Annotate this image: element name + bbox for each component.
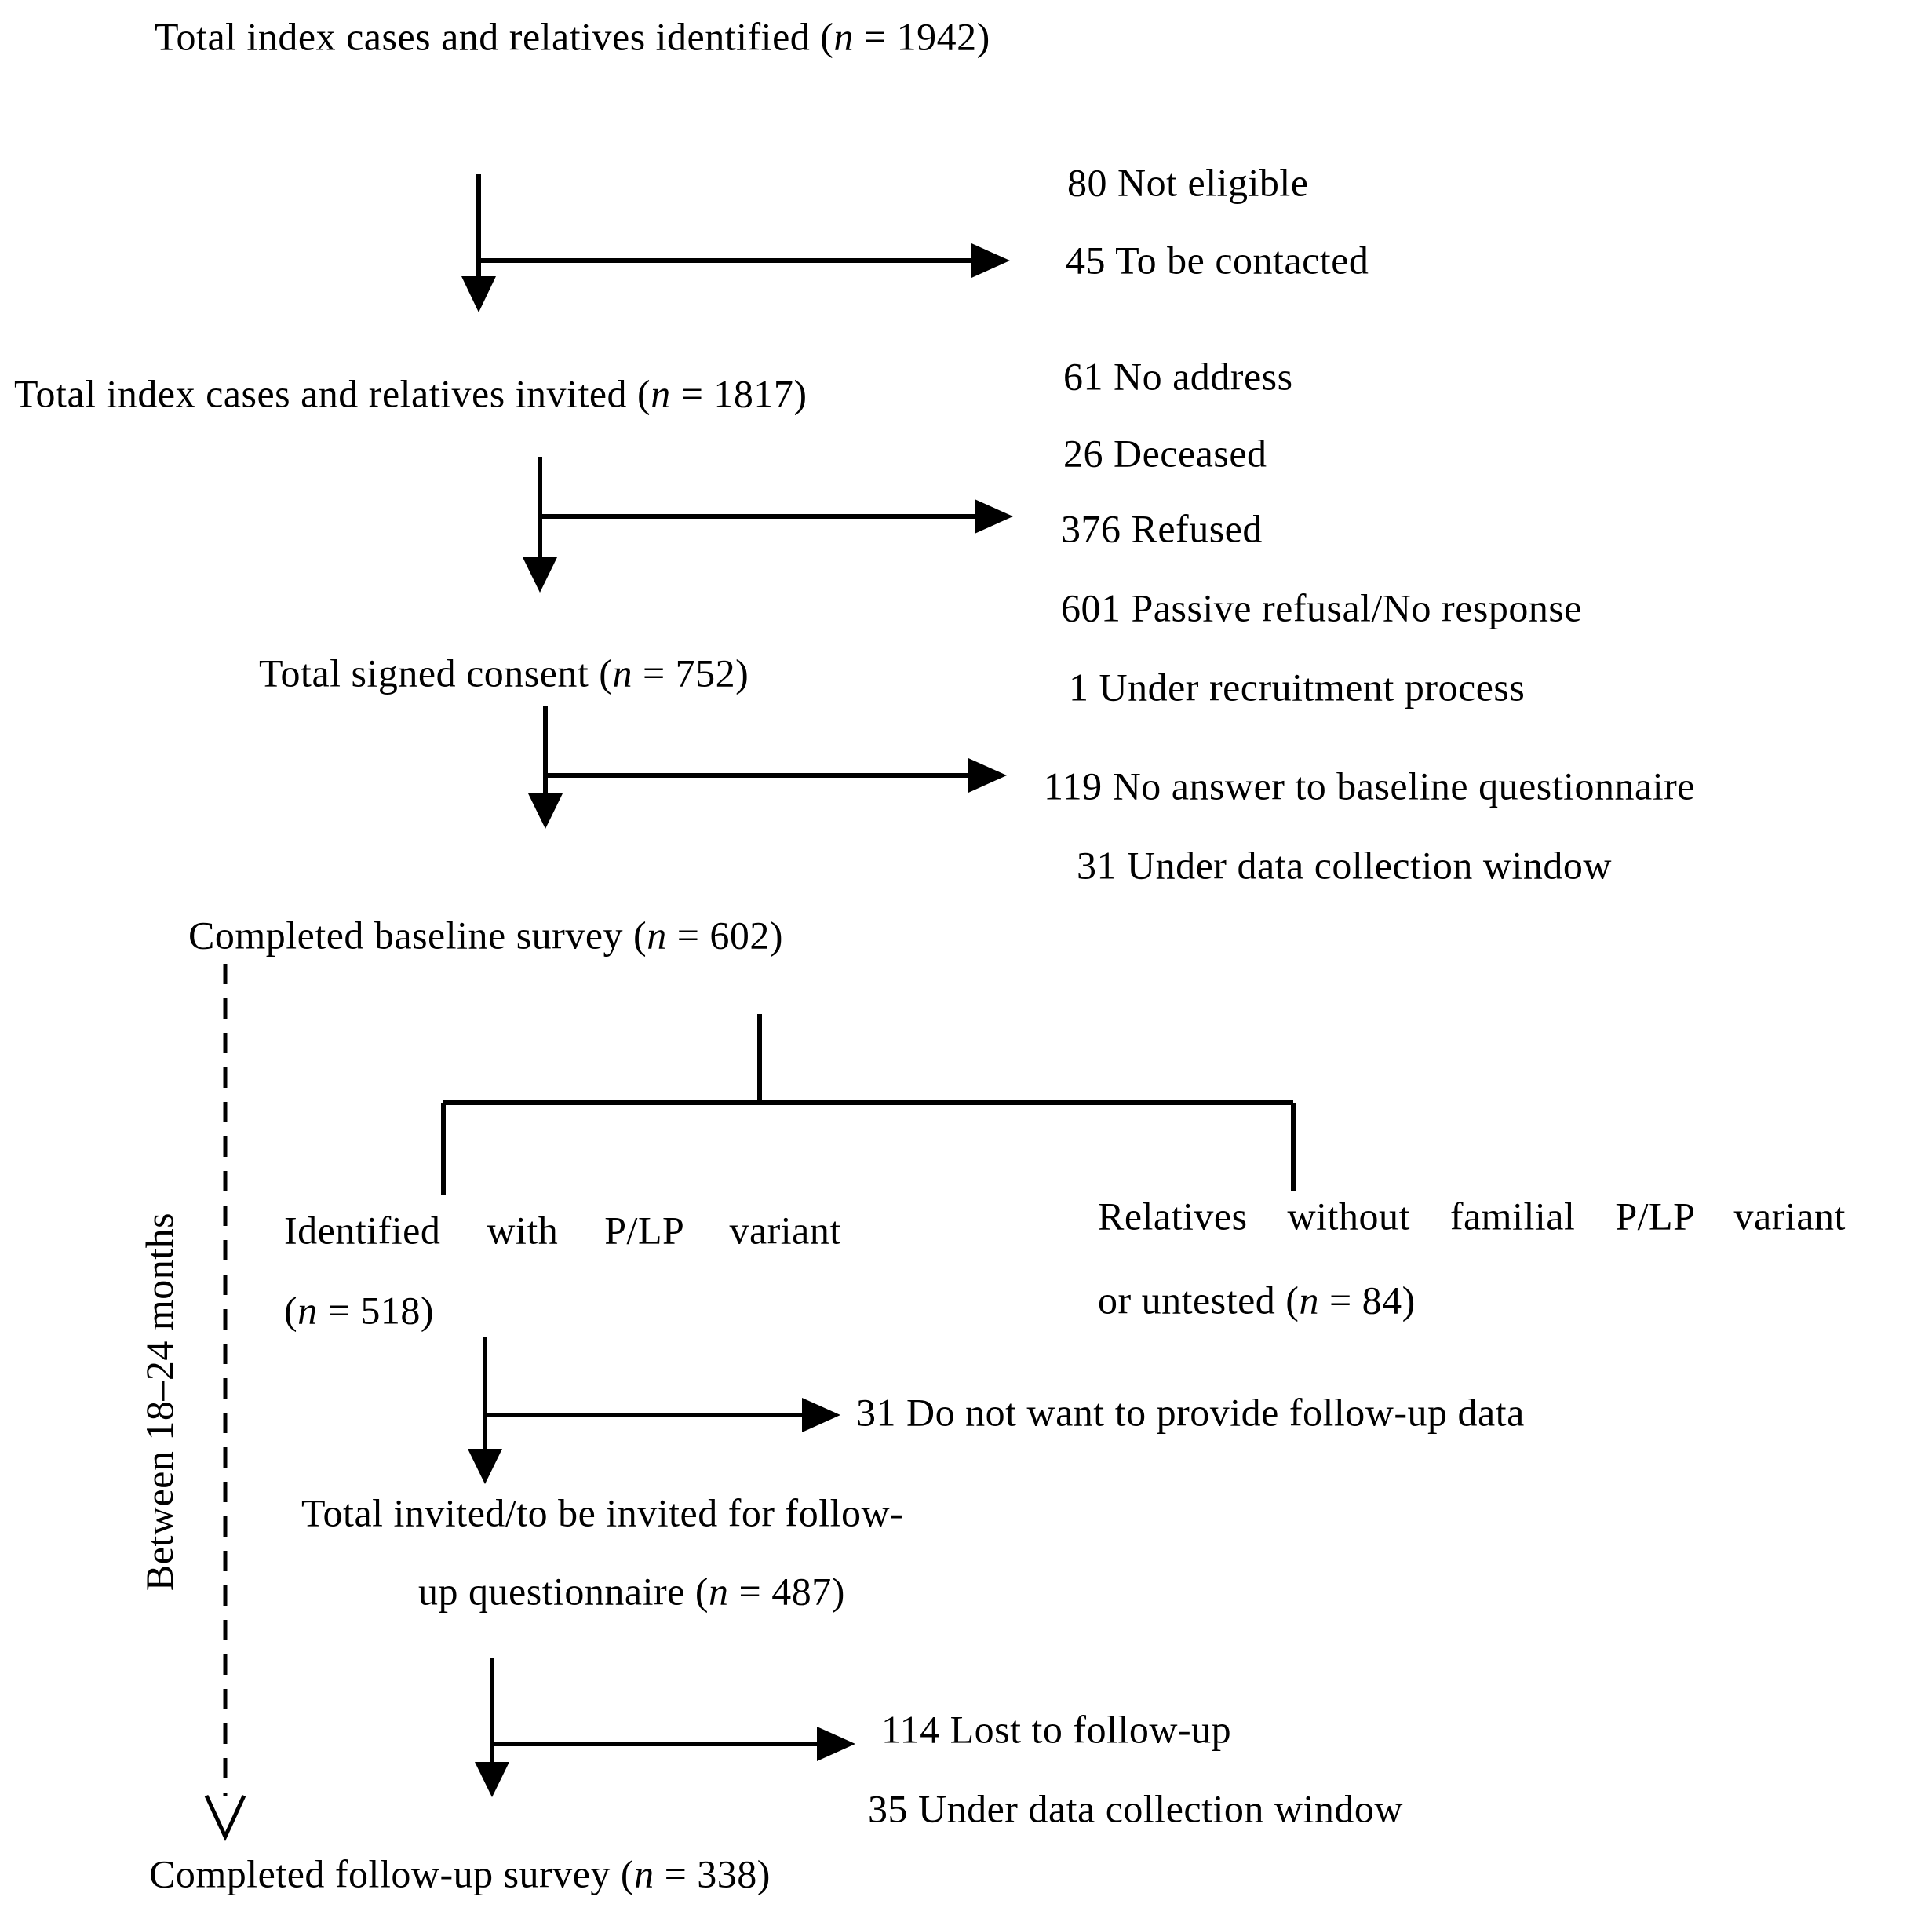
- node-baseline: Completed baseline survey (n = 602): [188, 913, 784, 958]
- exclusion-to-be-contacted: 45 To be contacted: [1066, 238, 1369, 283]
- arrow-right-refused: [540, 499, 1013, 534]
- exclusion-no-answer-baseline: 119 No answer to baseline questionnaire: [1044, 764, 1695, 808]
- exclusion-lost-to-followup: 114 Lost to follow-up: [881, 1707, 1232, 1752]
- exclusion-deceased: 26 Deceased: [1063, 431, 1267, 476]
- dashed-timeline-arrow: [204, 964, 246, 1841]
- arrow-followup-down: [475, 1658, 509, 1797]
- node-identified: Total index cases and relatives identifi…: [155, 14, 990, 59]
- node-followup-invited-line2: up questionnaire (n = 487): [418, 1569, 845, 1614]
- exclusion-under-window-baseline: 31 Under data collection window: [1077, 843, 1612, 888]
- arrow-invited-down: [523, 457, 557, 593]
- arrow-identified-down: [461, 174, 496, 312]
- exclusion-passive-refusal: 601 Passive refusal/No response: [1061, 585, 1582, 630]
- arrow-right-lost-followup: [492, 1727, 855, 1761]
- node-no-plp-variant-line2: or untested (n = 84): [1098, 1278, 1416, 1322]
- arrow-plp-down: [468, 1337, 502, 1484]
- branch-connector: [441, 1014, 1296, 1195]
- exclusion-no-followup-data: 31 Do not want to provide follow-up data: [856, 1390, 1525, 1435]
- exclusion-no-address: 61 No address: [1063, 354, 1293, 399]
- timeline-side-label: Between 18–24 months: [137, 1212, 181, 1592]
- arrow-consent-down: [528, 706, 563, 829]
- arrow-right-no-followup-data: [485, 1398, 840, 1432]
- node-no-plp-variant-line1: Relatives without familial P/LP variant: [1098, 1194, 1846, 1238]
- node-plp-variant-line2: (n = 518): [284, 1288, 435, 1333]
- node-invited: Total index cases and relatives invited …: [14, 371, 807, 416]
- node-followup-invited-line1: Total invited/to be invited for follow-: [301, 1490, 904, 1535]
- exclusion-under-recruitment: 1 Under recruitment process: [1069, 665, 1526, 709]
- node-followup-completed: Completed follow-up survey (n = 338): [149, 1851, 771, 1896]
- exclusion-refused: 376 Refused: [1061, 506, 1263, 551]
- exclusion-under-window-followup: 35 Under data collection window: [868, 1786, 1403, 1831]
- exclusion-not-eligible: 80 Not eligible: [1067, 160, 1309, 205]
- node-plp-variant-line1: Identified with P/LP variant: [284, 1208, 841, 1253]
- node-consent: Total signed consent (n = 752): [259, 651, 749, 695]
- arrow-right-not-eligible: [479, 243, 1010, 278]
- arrow-right-no-answer: [545, 758, 1007, 793]
